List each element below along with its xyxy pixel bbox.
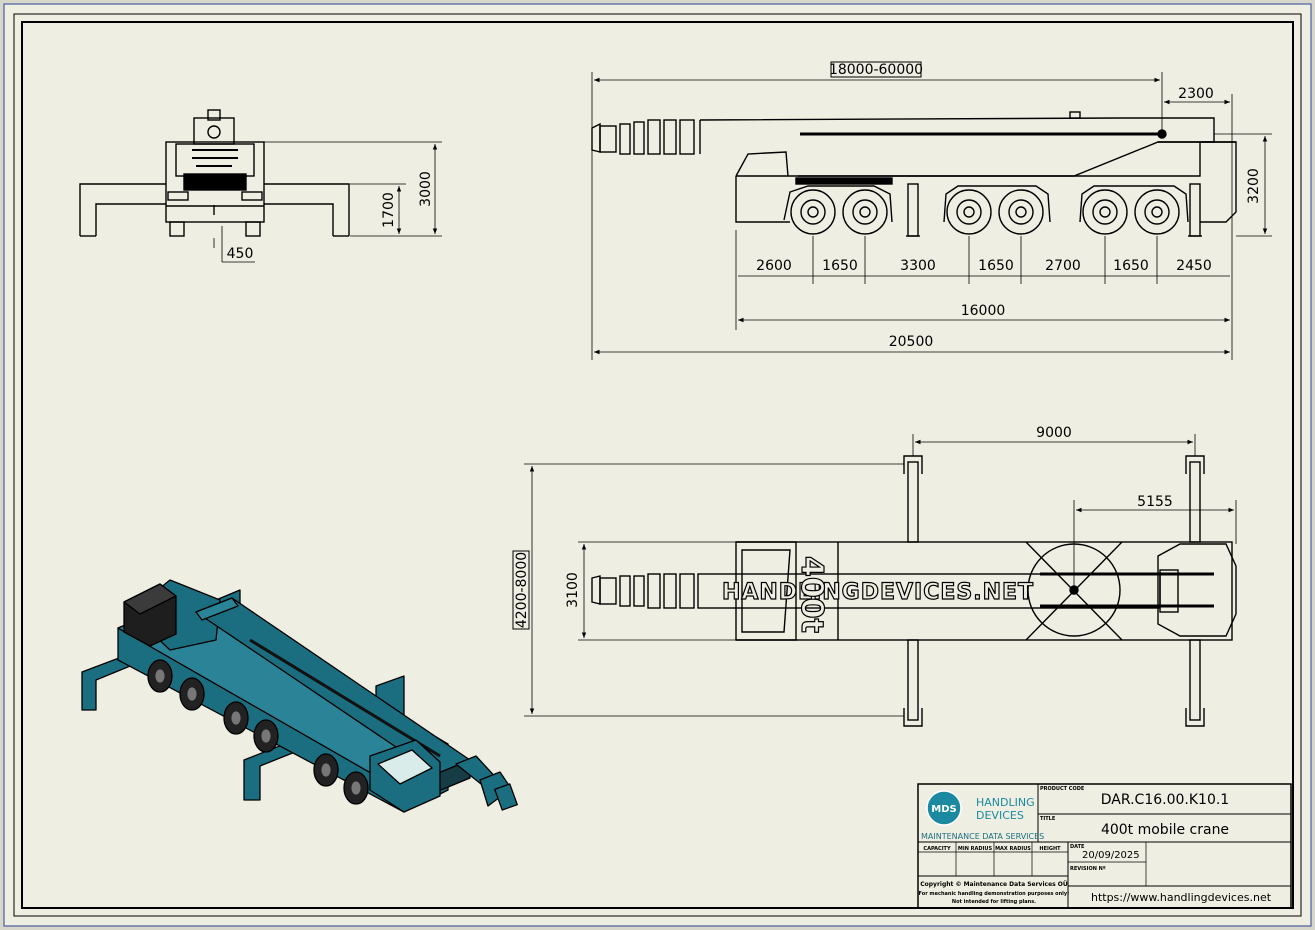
front-view-dimensions — [213, 141, 442, 263]
product-code: DAR.C16.00.K10.1 — [1101, 792, 1229, 808]
disclaimer-line1: For mechanic handling demonstration purp… — [919, 891, 1070, 897]
title-block — [917, 783, 1292, 909]
dim-boom-length: 18000-60000 — [829, 62, 923, 78]
dim-height: 3200 — [1246, 168, 1262, 204]
outer-border — [13, 13, 1302, 917]
dim-chassis-length: 16000 — [961, 303, 1006, 319]
logo-line1: HANDLING — [976, 796, 1035, 809]
top-view-dimensions — [512, 434, 1237, 717]
dim-outrigger-height: 1700 — [381, 192, 397, 228]
capacity-label: CAPACITY — [923, 846, 951, 852]
side-view-dimensions — [591, 61, 1272, 360]
mds-logo-icon — [926, 790, 962, 826]
isometric-view — [81, 579, 518, 813]
dim-spacing-1: 2600 — [756, 258, 792, 274]
dim-spacing-6: 1650 — [1113, 258, 1149, 274]
dim-spacing-7: 2450 — [1176, 258, 1212, 274]
top-view — [591, 455, 1237, 727]
dim-overall-length: 20500 — [889, 334, 934, 350]
revision-label: REVISION Nº — [1070, 866, 1106, 872]
dim-outrigger-span: 9000 — [1036, 425, 1072, 441]
front-view — [79, 109, 350, 237]
logo-line2: DEVICES — [976, 809, 1024, 822]
dim-carrier-width: 3100 — [565, 572, 581, 608]
date-value: 20/09/2025 — [1082, 850, 1140, 861]
dim-rear-overhang: 2300 — [1178, 86, 1214, 102]
cab-capacity-text: 400t — [794, 556, 829, 633]
height-label: HEIGHT — [1039, 846, 1061, 852]
dim-center-offset: 450 — [227, 246, 254, 262]
website-link[interactable]: https://www.handlingdevices.net — [1091, 891, 1272, 904]
dim-spacing-3: 3300 — [900, 258, 936, 274]
disclaimer-line2: Not intended for lifting plans. — [952, 899, 1036, 905]
dim-spacing-4: 1650 — [978, 258, 1014, 274]
dim-spacing-2: 1650 — [822, 258, 858, 274]
side-view — [591, 111, 1237, 237]
dim-spacing-5: 2700 — [1045, 258, 1081, 274]
dim-outrigger-width: 4200-8000 — [514, 552, 530, 628]
dim-slew-offset: 5155 — [1137, 494, 1173, 510]
date-label: DATE — [1070, 844, 1085, 850]
logo-initials: MDS — [931, 804, 956, 815]
boom-brand-text: HANDLINGDEVICES.NET — [722, 580, 1034, 605]
max-radius-label: MAX RADIUS — [995, 846, 1031, 852]
drawing-title: 400t mobile crane — [1101, 822, 1229, 838]
company-name: MAINTENANCE DATA SERVICES — [921, 832, 1044, 841]
product-code-label: PRODUCT CODE — [1040, 786, 1085, 792]
min-radius-label: MIN RADIUS — [958, 846, 993, 852]
inner-border — [21, 21, 1294, 909]
title-label: TITLE — [1040, 816, 1056, 822]
dim-total-height: 3000 — [418, 171, 434, 207]
copyright: Copyright © Maintenance Data Services OÜ — [920, 881, 1068, 888]
